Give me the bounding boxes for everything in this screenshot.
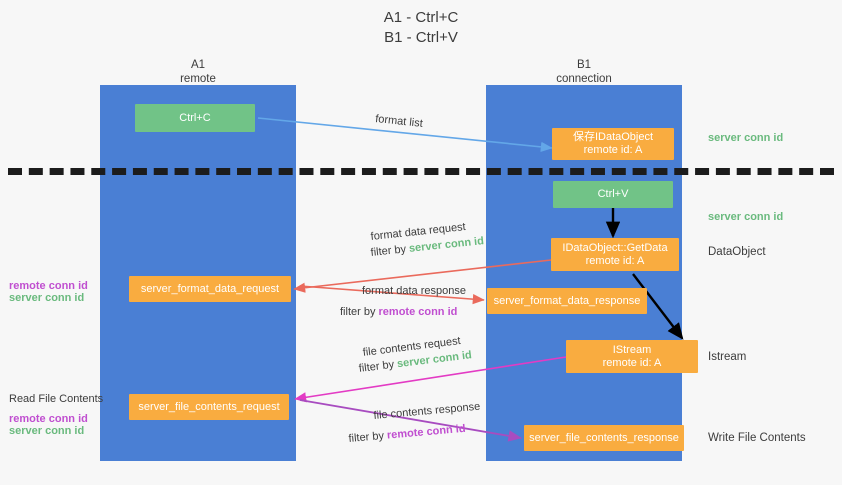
lane-a1-title: A1 (190, 59, 206, 71)
title-line-2: B1 - Ctrl+V (384, 29, 458, 46)
box-server-format-data-request-label: server_format_data_request (140, 282, 280, 295)
left-label-server-conn-id-1: server conn id (9, 292, 85, 304)
box-idataobject-top-line1: 保存IDataObject (572, 131, 654, 143)
right-label-server-conn-id-top: server conn id (708, 132, 784, 144)
lane-header-a1: A1 remote (100, 58, 296, 86)
box-istream[interactable]: IStream remote id: A (566, 340, 698, 373)
box-server-format-data-request[interactable]: server_format_data_request (129, 276, 291, 302)
box-ctrl-v-label: Ctrl+V (597, 188, 629, 200)
lane-b1-title: B1 (576, 59, 592, 71)
lane-b1-subtitle: connection (556, 73, 612, 85)
box-ctrl-c[interactable]: Ctrl+C (135, 104, 255, 132)
box-idataobject-top[interactable]: 保存IDataObject remote id: A (552, 128, 674, 160)
label-format-data-response: format data response (362, 285, 466, 297)
right-label-dataobject: DataObject (708, 246, 766, 258)
box-server-file-contents-response[interactable]: server_file_contents_response (524, 425, 684, 451)
lane-header-b1: B1 connection (486, 58, 682, 86)
filter-by-text-2: filter by (340, 306, 379, 318)
box-server-format-data-response-label: server_format_data_response (493, 294, 641, 307)
left-label-read-file-contents: Read File Contents (9, 393, 104, 405)
box-istream-line1: IStream (612, 343, 652, 356)
right-label-istream: Istream (708, 351, 747, 363)
box-getdata-line1: IDataObject::GetData (562, 241, 668, 254)
right-label-write-file-contents: Write File Contents (708, 432, 806, 444)
title-line-1: A1 - Ctrl+C (383, 9, 459, 26)
label-filter-by-remote-conn-id-1: filter by remote conn id (340, 305, 457, 319)
box-ctrl-v[interactable]: Ctrl+V (553, 181, 673, 208)
box-server-file-contents-request-label: server_file_contents_request (138, 400, 280, 413)
right-label-server-conn-id-mid: server conn id (708, 211, 784, 223)
label-file-contents-response: file contents response (373, 400, 481, 422)
page-title: A1 - Ctrl+C B1 - Ctrl+V (0, 8, 842, 48)
box-getdata-line2: remote id: A (585, 254, 645, 267)
box-server-file-contents-request[interactable]: server_file_contents_request (129, 394, 289, 420)
remote-conn-id-text-2: remote conn id (386, 422, 467, 442)
label-filter-by-remote-conn-id-2: filter by remote conn id (348, 422, 466, 446)
left-label-remote-conn-id-2: remote conn id (9, 413, 88, 425)
remote-conn-id-text-1: remote conn id (378, 306, 458, 318)
lane-a1-subtitle: remote (180, 73, 216, 85)
left-label-server-conn-id-2: server conn id (9, 425, 85, 437)
box-idataobject-getdata[interactable]: IDataObject::GetData remote id: A (551, 238, 679, 271)
box-idataobject-top-line2: remote id: A (583, 144, 643, 156)
box-ctrl-c-label: Ctrl+C (179, 111, 211, 124)
filter-by-text-4: filter by (348, 429, 388, 445)
box-server-file-contents-response-label: server_file_contents_response (529, 431, 679, 444)
dashed-divider (8, 168, 834, 175)
filter-by-text-1: filter by (370, 242, 410, 259)
label-format-list: format list (374, 112, 424, 130)
left-label-remote-conn-id-1: remote conn id (9, 280, 88, 292)
box-server-format-data-response[interactable]: server_format_data_response (487, 288, 647, 314)
filter-by-text-3: filter by (358, 358, 398, 375)
box-istream-line2: remote id: A (602, 356, 662, 369)
